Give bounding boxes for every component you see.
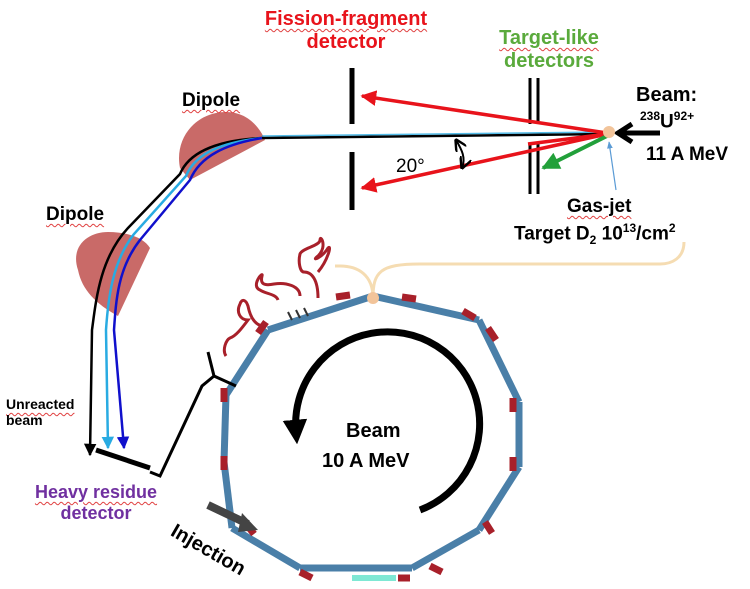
target-brace [335,241,686,299]
fission-arrow-inner [527,132,608,146]
ring-section [475,318,523,404]
dipole-lower [76,232,150,316]
gas-jet-target-dot [367,292,379,304]
trajectory-light-blue [101,136,263,450]
detector-bracket-lower [222,298,263,357]
ring-section [372,292,480,324]
injection-arrowhead [238,513,258,532]
gas-jet-dot [603,126,615,138]
ring-dashes [287,307,309,321]
detector-bracket-upper [297,237,332,299]
beam-energy: 11 A MeV [646,144,729,165]
ring-beam-label: Beam [346,420,401,442]
gas-jet-pointer [607,141,617,191]
angle-indicator [456,140,464,168]
beam-line [261,132,611,140]
unreacted-beam-label: Unreacted beam [6,396,75,429]
fission-label-line2: detector [306,31,386,53]
beam-line-blue [261,131,609,137]
beam-label: Beam: [636,84,698,106]
heavy-residue-label: Heavy residue detector [34,482,158,523]
fission-detector-label: Fission-fragment detector [246,8,446,54]
ring-section [230,524,302,572]
ring-energy-label: 10 A MeV [322,450,410,472]
target-like-label-line1: Target-like [499,27,599,49]
trajectory-unreacted [83,136,263,457]
ring-beam-arrow [282,328,484,514]
fission-arrow-lower [360,132,608,193]
incoming-beam-arrowhead [613,121,634,145]
angle-label: 20° [396,156,425,177]
fission-label-line1: Fission-fragment [264,8,428,30]
target-like-arrow [541,134,608,170]
target-label: Target D2 1013/cm2 [514,221,676,248]
target-like-label: Target-like detectors [480,27,618,73]
dipole-upper-label: Dipole [182,90,241,111]
beam-mass: 238 [640,109,661,123]
ring-section [476,465,522,532]
ring-section [266,292,375,334]
dipole-lower-label: Dipole [46,204,105,225]
detector-bracket-mid [254,273,302,301]
target-like-label-line2: detectors [503,50,595,72]
beam-element: U [660,111,674,133]
fission-arrow-upper [360,90,608,135]
heavy-residue-bracket [149,351,237,478]
heavy-residue-detector-bar [95,447,151,471]
ring-section [410,526,481,572]
trajectory-blue [112,136,263,450]
beam-species: 238U92+ [640,109,695,133]
ring-joints [220,291,517,582]
beam-charge: 92+ [673,109,695,123]
ring-section [220,394,230,463]
gas-jet-label: Gas-jet [567,196,632,217]
